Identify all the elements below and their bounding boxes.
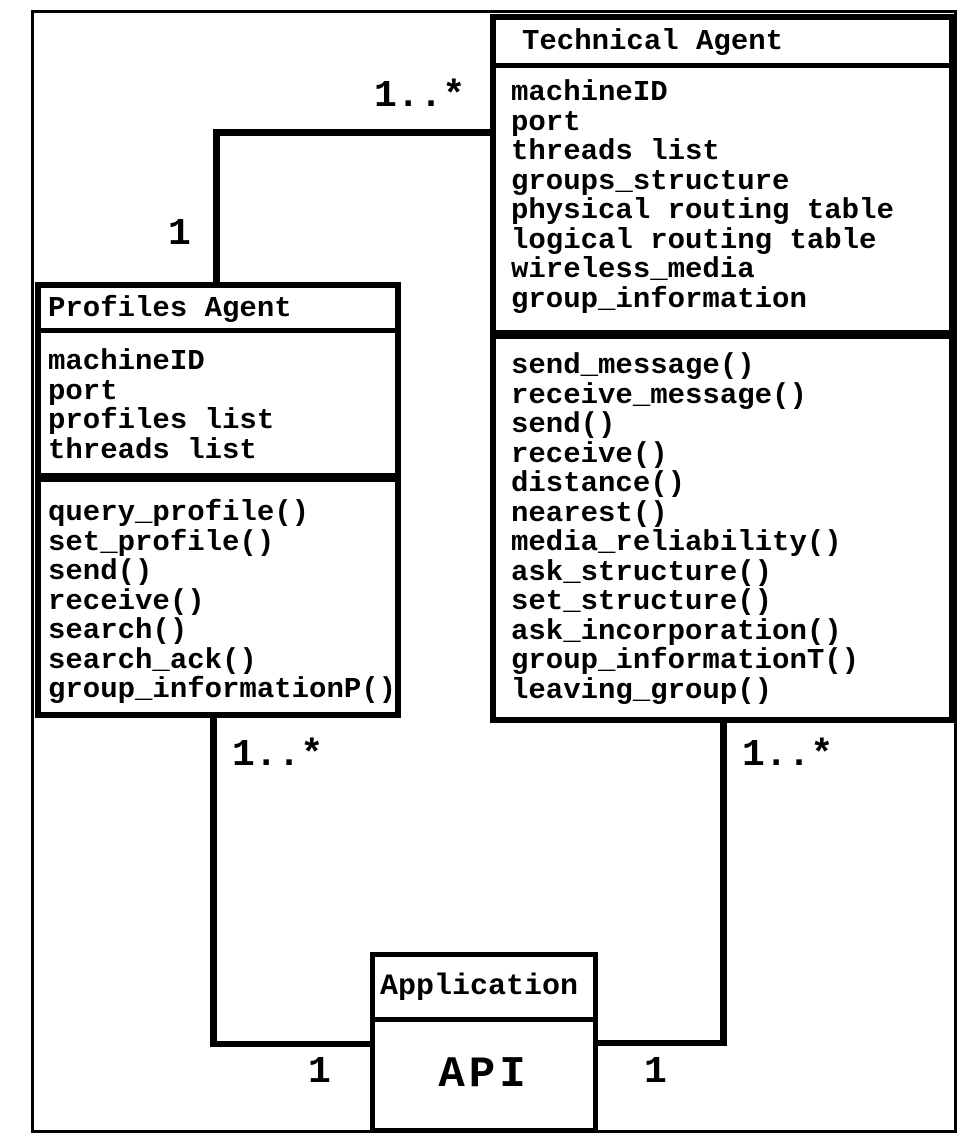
member-line: nearest() <box>511 496 668 530</box>
member-line: distance() <box>511 467 686 500</box>
member-line: receive_message() <box>511 378 807 412</box>
member-line: port <box>511 105 581 139</box>
member-line: groups_structure <box>511 164 790 198</box>
member-line: threads list <box>48 433 257 467</box>
multiplicity-application-end-right: 1 <box>644 1051 667 1094</box>
member-line: group_informationT() <box>511 644 860 677</box>
multiplicity-technical-end: 1..* <box>374 75 466 118</box>
member-line: physical routing table <box>511 194 894 227</box>
member-line: logical routing table <box>511 223 877 257</box>
multiplicity-profiles-end-bottom: 1..* <box>232 734 324 777</box>
member-line: set_profile() <box>48 525 275 559</box>
member-line: profiles list <box>48 404 275 437</box>
association-profiles-application-horizontal-line <box>210 1041 375 1047</box>
member-line: ask_structure() <box>511 555 773 589</box>
member-line: query_profile() <box>48 496 310 529</box>
profiles-agent-methods-compartment: query_profile()set_profile()send()receiv… <box>41 482 395 705</box>
association-profiles-technical-vertical-line <box>213 129 220 282</box>
class-application[interactable]: Application API <box>370 952 598 1133</box>
multiplicity-application-end-left: 1 <box>308 1051 331 1094</box>
member-line: group_informationP() <box>48 673 395 705</box>
technical-agent-methods-compartment: send_message()receive_message()send()rec… <box>496 339 949 705</box>
member-line: send() <box>511 408 616 441</box>
member-line: media_reliability() <box>511 526 842 559</box>
member-line: group_information <box>511 282 807 316</box>
member-line: search_ack() <box>48 643 257 677</box>
member-line: wireless_media <box>511 253 755 286</box>
member-line: set_structure() <box>511 585 773 618</box>
multiplicity-technical-end-bottom: 1..* <box>742 734 834 777</box>
member-line: receive() <box>48 584 205 618</box>
association-technical-application-horizontal-line <box>595 1040 727 1046</box>
member-line: threads list <box>511 135 720 168</box>
member-line: send_message() <box>511 349 755 382</box>
multiplicity-profiles-end: 1 <box>168 213 191 256</box>
member-line: ask_incorporation() <box>511 614 842 648</box>
member-line: leaving_group() <box>511 673 773 705</box>
class-title-technical-agent: Technical Agent <box>496 20 949 68</box>
association-profiles-technical-horizontal-line <box>213 129 496 136</box>
member-line: machineID <box>48 345 205 378</box>
member-line: send() <box>48 555 153 588</box>
association-technical-application-vertical-line <box>720 716 727 1046</box>
class-title-profiles-agent: Profiles Agent <box>41 288 395 333</box>
member-line: machineID <box>511 76 668 109</box>
member-line: port <box>48 374 118 408</box>
member-line: receive() <box>511 437 668 471</box>
association-profiles-application-vertical-line <box>210 715 217 1047</box>
application-api-label: API <box>438 1050 530 1100</box>
class-title-application: Application <box>375 957 593 1022</box>
member-line: search() <box>48 614 188 647</box>
